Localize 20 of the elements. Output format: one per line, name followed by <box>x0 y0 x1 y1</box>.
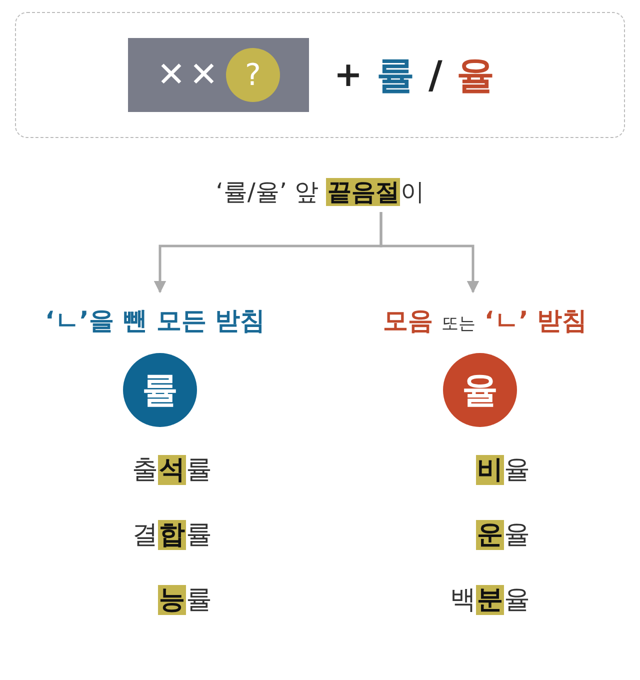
suffix-text: 률 <box>142 368 178 412</box>
suffix-text: 율 <box>456 52 494 98</box>
symbol-text: / <box>428 53 442 97</box>
arrow <box>380 212 480 294</box>
example-word: 운율 <box>476 519 530 552</box>
example-word: 결합률 <box>132 519 212 552</box>
example-word: 능률 <box>158 584 212 617</box>
example-word: 백분율 <box>450 584 530 617</box>
example-word: 출석률 <box>132 454 212 487</box>
suffix-text: 율 <box>462 368 498 412</box>
condition-text: ‘률/율’ 앞 끝음절이 <box>216 177 424 208</box>
symbol-text: + <box>334 55 362 95</box>
category-heading: 모음 또는 ‘ㄴ’ 받침 <box>382 304 588 336</box>
dashed-frame <box>15 12 625 138</box>
placeholder-marks: ✕✕ <box>157 55 222 95</box>
placeholder-box <box>128 38 309 112</box>
suffix-text: 률 <box>376 52 414 98</box>
question-mark: ? <box>226 48 280 102</box>
example-word: 비율 <box>476 454 530 487</box>
category-heading: ‘ㄴ’을 뺀 모든 받침 <box>44 304 266 336</box>
